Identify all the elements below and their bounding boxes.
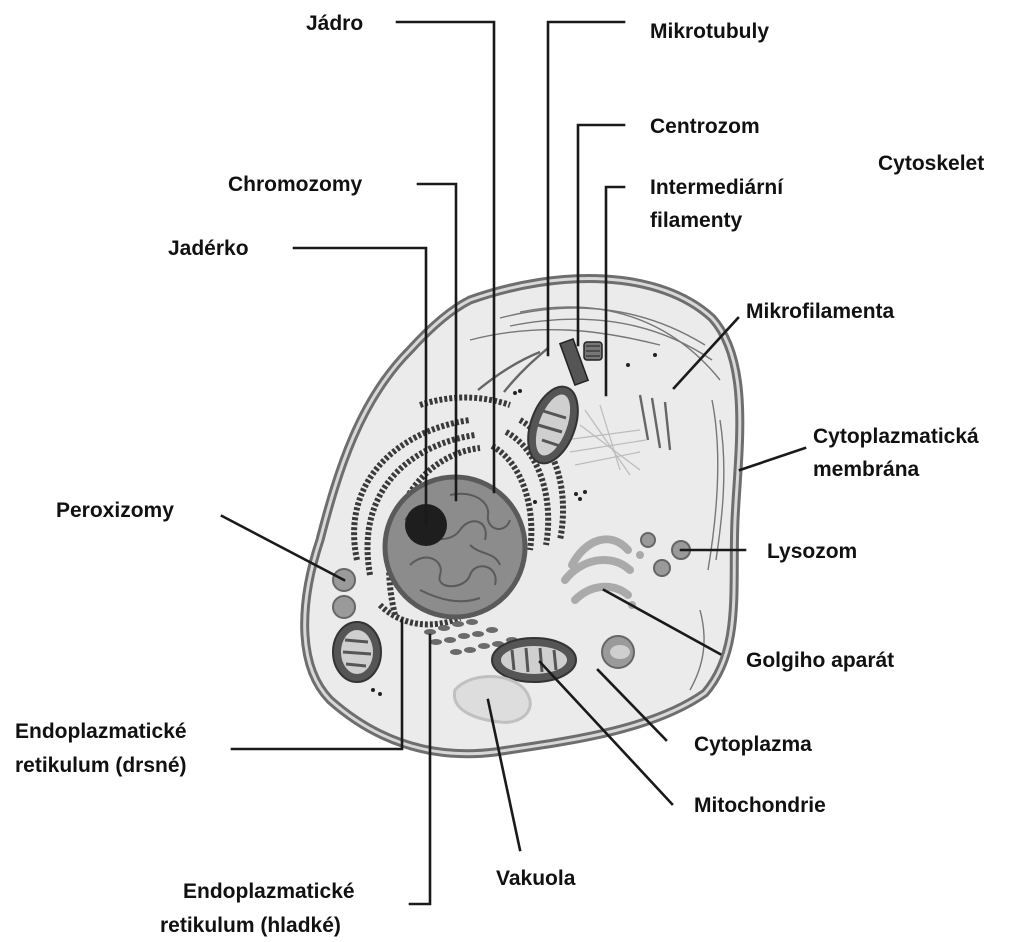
label-er-hladke-line2: retikulum (hladké) — [160, 914, 341, 937]
label-mikrofilamenta: Mikrofilamenta — [746, 300, 895, 323]
label-er-drsne-line2: retikulum (drsné) — [15, 754, 187, 777]
label-er-drsne-line1: Endoplazmatické — [15, 720, 187, 743]
mitochondrion-left — [333, 622, 381, 682]
label-vakuola: Vakuola — [496, 867, 576, 890]
label-peroxizomy: Peroxizomy — [56, 499, 174, 522]
label-er-hladke-line1: Endoplazmatické — [183, 880, 355, 903]
label-intermediarni-line2: filamenty — [650, 209, 743, 232]
label-cytoskelet: Cytoskelet — [878, 152, 984, 175]
label-cytoplazma: Cytoplazma — [694, 733, 812, 756]
label-lysozom: Lysozom — [767, 540, 857, 563]
label-centrozom: Centrozom — [650, 115, 760, 138]
label-golgi: Golgiho aparát — [746, 649, 894, 672]
leader-cytoplazmaticka — [740, 448, 805, 470]
cell — [305, 279, 740, 754]
label-jaderko: Jadérko — [168, 237, 249, 260]
mitochondrion-bottom — [492, 638, 576, 682]
label-mikrotubuly: Mikrotubuly — [650, 20, 769, 43]
label-mitochondrie: Mitochondrie — [694, 794, 826, 817]
cell-membrane — [305, 279, 740, 754]
label-intermediarni-line1: Intermediární — [650, 176, 784, 199]
label-chromozomy: Chromozomy — [228, 173, 362, 196]
label-cytoplazmaticka-line1: Cytoplazmatická — [813, 425, 979, 448]
label-jadro: Jádro — [306, 12, 363, 35]
vesicle-secretory — [602, 636, 634, 668]
label-cytoplazmaticka-line2: membrána — [813, 458, 920, 481]
